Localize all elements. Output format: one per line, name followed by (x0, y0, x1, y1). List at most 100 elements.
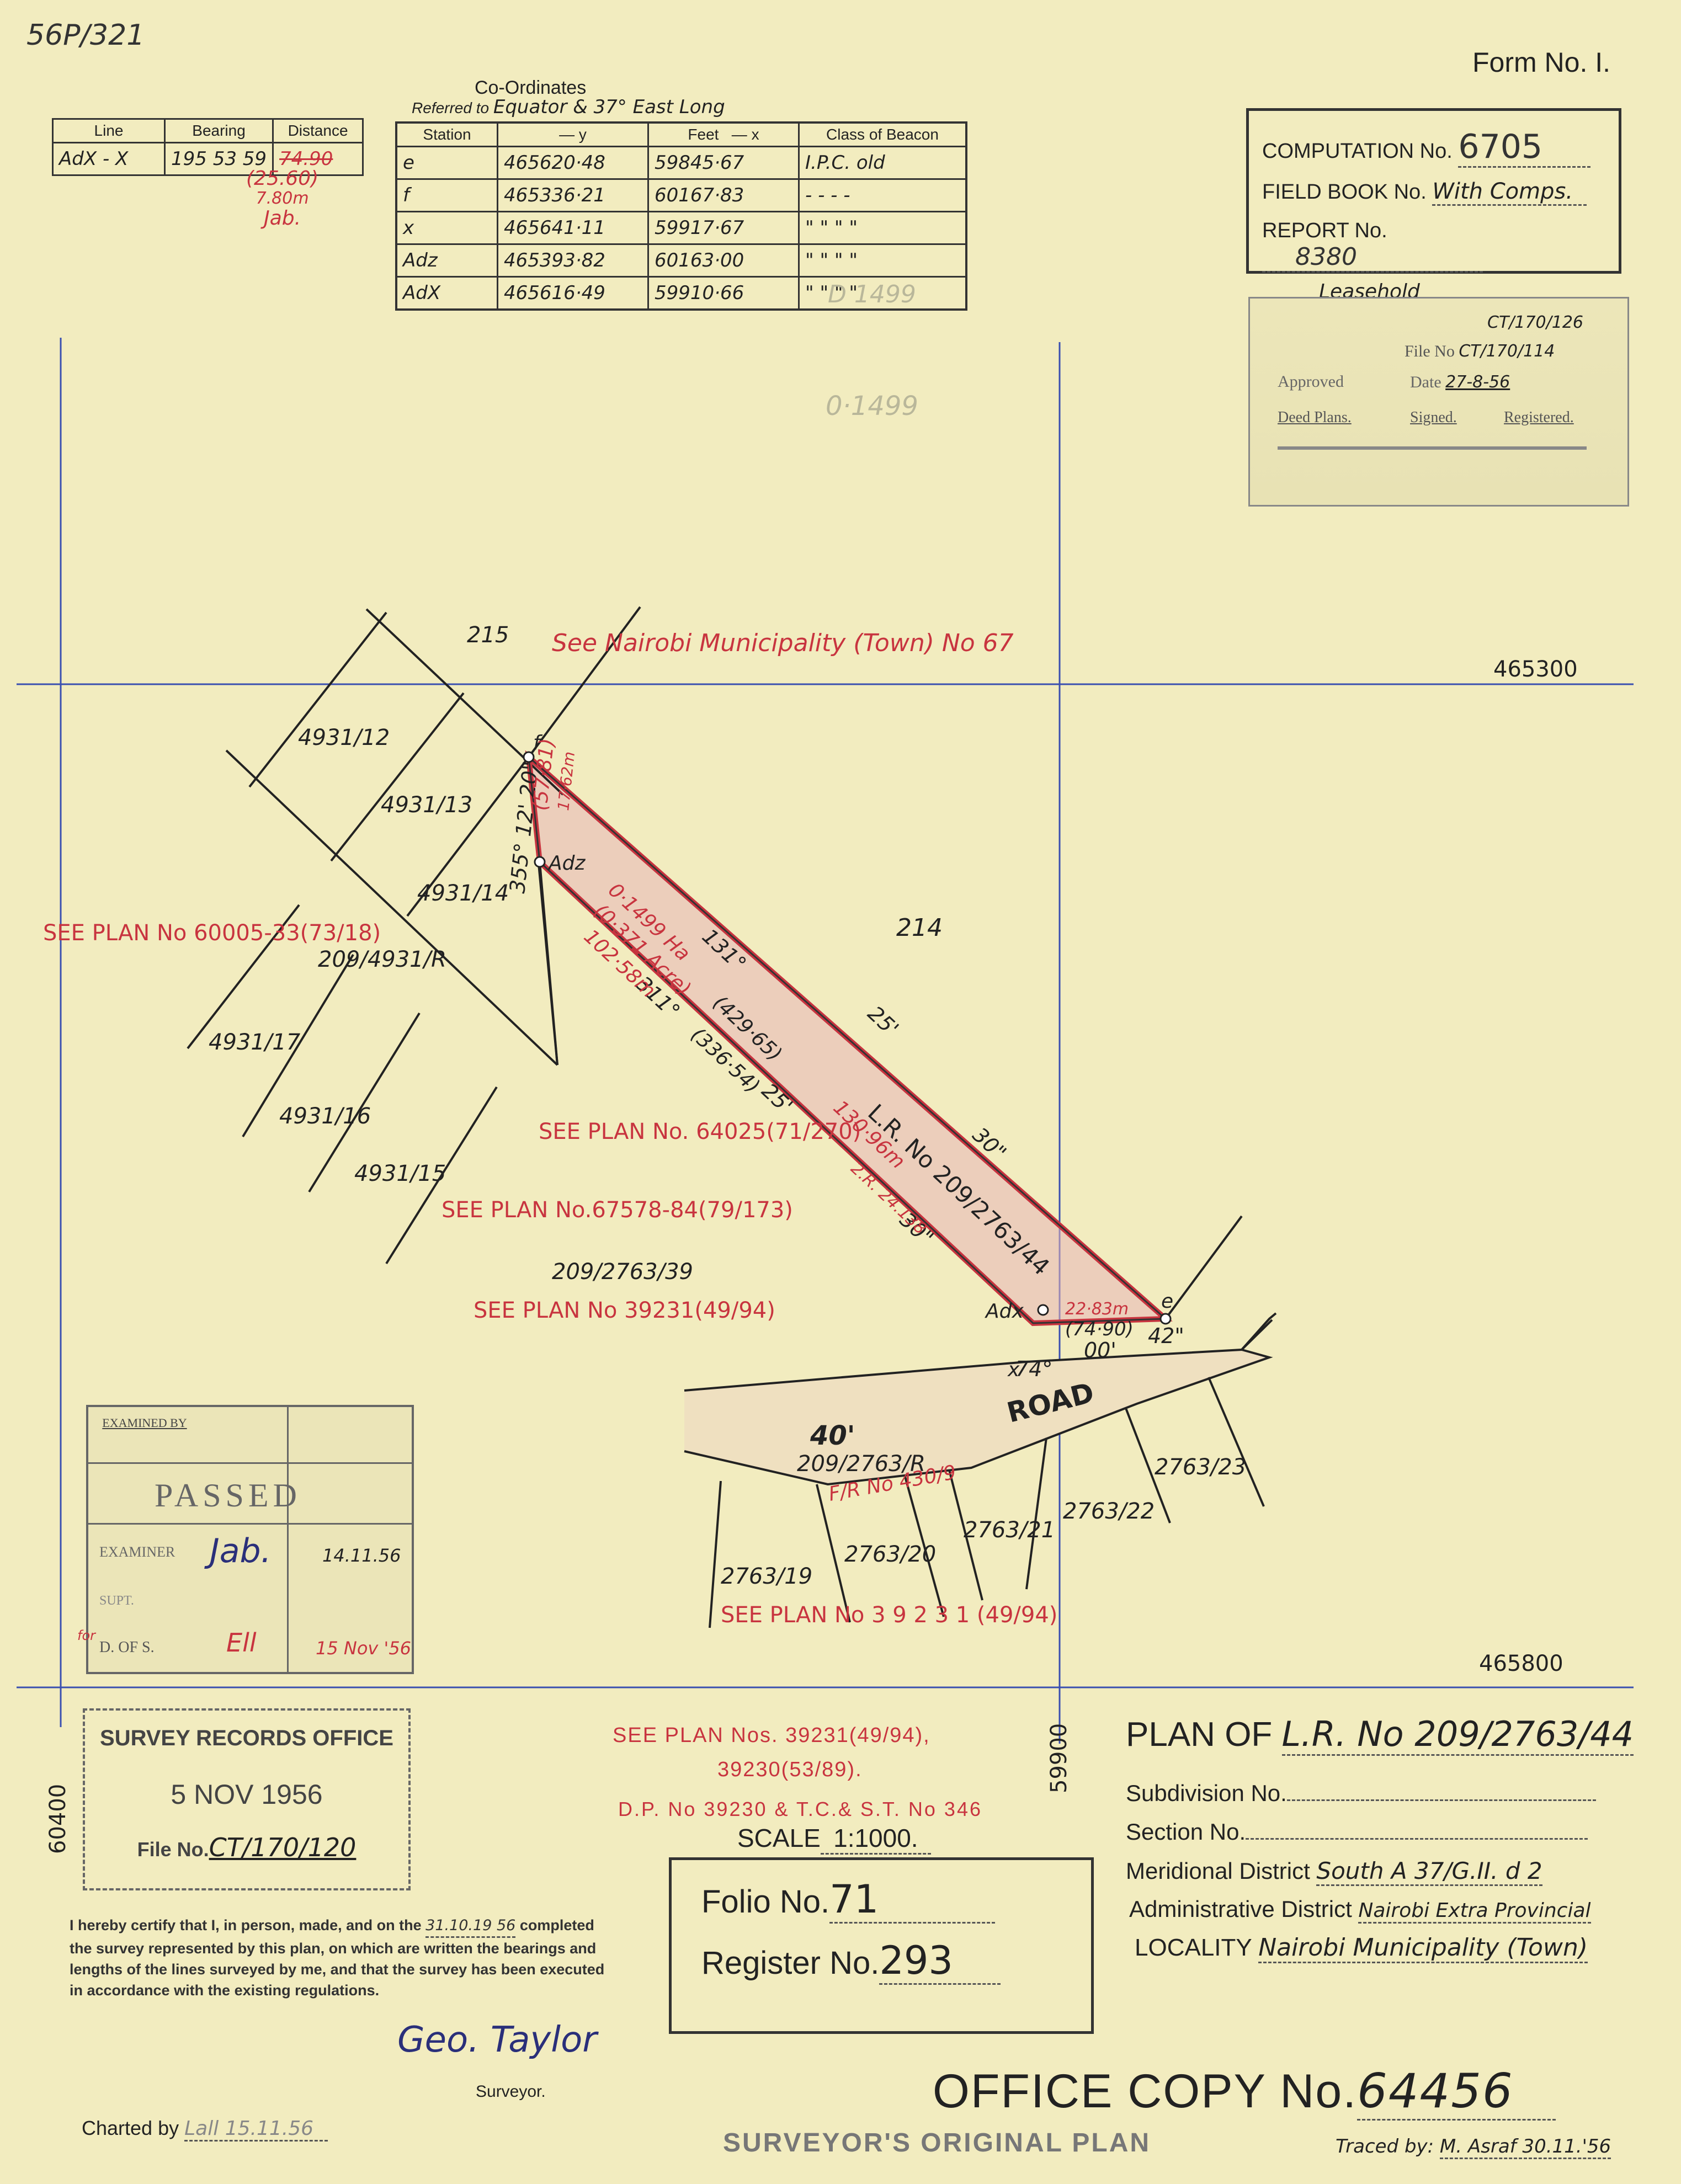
map-references: See Nairobi Municipality (Town) No 67 SE… (43, 629, 1057, 1628)
folio-row: Folio No.71 (701, 1877, 1061, 1924)
plan-title-row: PLAN OF L.R. No 209/2763/44 (1126, 1714, 1634, 1756)
boundary-line (225, 749, 558, 1066)
charted-value: Lall 15.11.56 (184, 2117, 328, 2142)
station-cell: Adz (395, 243, 498, 278)
certificate-date: 31.10.19 56 (425, 1915, 516, 1938)
boundary-line (709, 1480, 722, 1628)
computation-value: 6705 (1458, 127, 1591, 168)
x-cell: 60163·00 (647, 243, 800, 278)
y-cell: 465641·11 (497, 211, 649, 245)
approved-label: Approved (1278, 372, 1344, 391)
referred-value: Equator & 37° East Long (493, 96, 725, 118)
grid-label-north-top: 465300 (1493, 657, 1578, 682)
see-plan-bottom-1: SEE PLAN Nos. 39231(49/94), (613, 1724, 930, 1747)
register-label: Register No. (701, 1945, 880, 1981)
parcel-2763-22-label: 2763/22 (1063, 1499, 1155, 1524)
traced-label: Traced by: (1336, 2135, 1434, 2158)
dos-prefix: for (77, 1628, 95, 1643)
pencil-note-area: 0·1499 (826, 391, 918, 422)
y-cell: 465620·48 (497, 146, 649, 180)
grid-label-east-right: 59900 (1046, 1723, 1072, 1793)
report-label: REPORT No. (1262, 219, 1387, 242)
grid-label-east-left: 60400 (45, 1784, 71, 1854)
parcel-215-label: 215 (467, 622, 509, 648)
date-label: Date (1410, 373, 1441, 391)
parcel-2763-21-label: 2763/21 (964, 1517, 1055, 1543)
see-plan-67578: SEE PLAN No.67578-84(79/173) (441, 1197, 793, 1223)
charted-row: Charted by Lall 15.11.56 (82, 2117, 328, 2142)
section-label: Section No. (1126, 1819, 1246, 1845)
office-copy-row: OFFICE COPY No.64456 (933, 2064, 1556, 2121)
report-row: REPORT No. 8380 (1262, 219, 1605, 273)
stamp-rule (88, 1523, 412, 1525)
form-number: Form No. I. (1472, 47, 1611, 78)
station-cell: AdX (395, 276, 498, 311)
locality-value: Nairobi Municipality (Town) (1258, 1933, 1588, 1963)
road-width-label: 40' (810, 1420, 855, 1451)
see-plan-39231-upper: SEE PLAN No 39231(49/94) (474, 1298, 775, 1323)
plot-front-metres: 22·83m (1065, 1299, 1129, 1319)
office-copy-value: 64456 (1357, 2064, 1556, 2121)
beacons (523, 751, 1172, 1325)
plan-of-value: L.R. No 209/2763/44 (1281, 1714, 1634, 1756)
line-table: Line Bearing Distance AdX - X 195 53 59 … (52, 118, 364, 176)
records-date: 5 NOV 1956 (171, 1779, 323, 1810)
parcel-214-label: 214 (896, 914, 943, 942)
see-plan-39231-lower: SEE PLAN No 3 9 2 3 1 (49/94) (721, 1602, 1057, 1628)
y-cell: 465616·49 (497, 276, 649, 311)
x-header: Feet — x (647, 121, 800, 147)
section-row: Section No. (1126, 1819, 1645, 1845)
see-plan-64025: SEE PLAN No. 64025(71/270) (539, 1119, 861, 1144)
folio-box: Folio No.71 Register No.293 (669, 1857, 1094, 2034)
line-header: Line (52, 118, 166, 143)
boundary-line (1164, 1215, 1243, 1320)
charted-label: Charted by (82, 2117, 179, 2139)
corner-reference: 56P/321 (26, 19, 145, 52)
examined-stamp: EXAMINED BY PASSED EXAMINER Jab. 14.11.5… (77, 1405, 414, 1674)
parcel-4931-17-label: 4931/17 (209, 1030, 301, 1055)
admin-label: Administrative District (1129, 1896, 1352, 1922)
locality-label: LOCALITY (1135, 1934, 1252, 1961)
station-header: Station (395, 121, 498, 147)
surveyor-label: Surveyor. (476, 2082, 546, 2101)
see-plan-bottom-2: 39230(53/89). (717, 1758, 863, 1781)
parcel-2763-23-label: 2763/23 (1155, 1455, 1246, 1480)
boundary-line (406, 756, 530, 917)
boundary-line (816, 1484, 851, 1623)
date-value: 27-8-56 (1445, 372, 1510, 392)
leasehold-ref: CT/170/126 (1487, 313, 1584, 332)
date-row: Date 27-8-56 (1410, 372, 1510, 392)
computation-box: COMPUTATION No. 6705 FIELD BOOK No. With… (1246, 108, 1621, 274)
office-copy-label: OFFICE COPY No. (933, 2065, 1358, 2118)
meridional-value: South A 37/G.II. d 2 (1316, 1857, 1542, 1886)
fieldbook-row: FIELD BOOK No. With Comps. (1262, 179, 1605, 206)
records-file-label: File No. (137, 1838, 209, 1861)
parcel-2763-39-label: 209/2763/39 (552, 1259, 693, 1285)
locality-row: LOCALITY Nairobi Municipality (Town) (1135, 1933, 1588, 1963)
stamp-rule (287, 1407, 289, 1672)
certificate-text-a: I hereby certify that I, in person, made… (70, 1917, 422, 1933)
certificate-text-b: completed the survey represented by this… (70, 1917, 605, 1999)
coordinates-referred: Referred to Equator & 37° East Long (412, 96, 725, 118)
boundary-line (539, 861, 558, 1066)
file-value: CT/170/114 (1459, 342, 1555, 361)
traced-value: M. Asraf 30.11.'56 (1439, 2135, 1611, 2159)
boundary-line (1241, 1319, 1273, 1351)
road-area (684, 1350, 1269, 1484)
surveyors-original-plan-stamp: SURVEYOR'S ORIGINAL PLAN (723, 2128, 1151, 2158)
admin-row: Administrative District Nairobi Extra Pr… (1129, 1896, 1591, 1924)
file-label: File No (1405, 342, 1455, 360)
dp-reference: D.P. No 39230 & T.C.& S.T. No 346 (618, 1798, 982, 1820)
distance-corrections: (25.60) 7.80m Jab. (246, 169, 318, 228)
road-edge-south (684, 1349, 1273, 1486)
meridional-row: Meridional District South A 37/G.II. d 2 (1126, 1857, 1542, 1886)
boundary-line (904, 1476, 945, 1617)
register-value: 293 (879, 1938, 1001, 1985)
pencil-note: D 1499 (828, 280, 916, 308)
surveyor-certificate: I hereby certify that I, in person, made… (70, 1915, 610, 2001)
beacon-cell: " " " " (798, 276, 967, 311)
boundary-line (1125, 1408, 1171, 1524)
see-plan-60005: SEE PLAN No 60005-33(73/18) (43, 920, 381, 946)
